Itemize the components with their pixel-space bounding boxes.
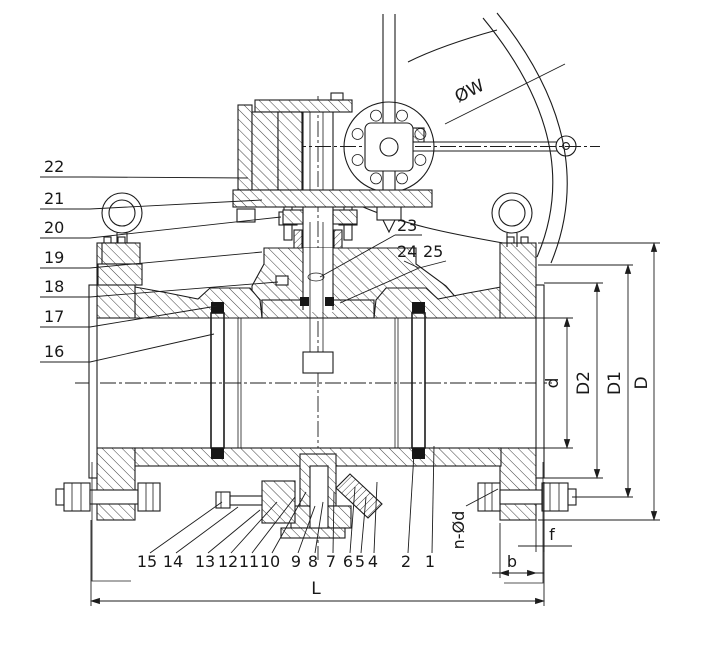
callout-5: 5 <box>355 552 365 571</box>
callout-numbers: 22 21 20 19 18 17 16 23 24 25 15 14 13 1… <box>44 157 443 571</box>
callout-23: 23 <box>397 216 417 235</box>
dim-length-label: L <box>311 579 321 599</box>
dim-thickness-label: b <box>507 552 517 571</box>
diameter-dimensions <box>538 242 660 521</box>
callout-2: 2 <box>401 552 411 571</box>
callout-7: 7 <box>326 552 336 571</box>
callout-22: 22 <box>44 157 64 176</box>
stem-gland <box>282 209 358 251</box>
callout-13: 13 <box>195 552 215 571</box>
valve-stem <box>300 207 334 374</box>
callout-12: 12 <box>218 552 238 571</box>
length-dimension <box>90 520 545 606</box>
callout-16: 16 <box>44 342 64 361</box>
dim-facing-label: f <box>549 525 555 544</box>
mating-flange-outline <box>91 462 544 584</box>
handwheel <box>413 12 577 264</box>
lifting-ring-right <box>491 192 533 247</box>
dim-d2-label: D2 <box>574 371 594 395</box>
callout-19: 19 <box>44 248 64 267</box>
callout-4: 4 <box>368 552 378 571</box>
callout-17: 17 <box>44 307 64 326</box>
callout-10: 10 <box>260 552 280 571</box>
callout-14: 14 <box>163 552 183 571</box>
lifting-ring-left <box>97 192 143 286</box>
dim-d-label: D <box>632 376 652 389</box>
callout-25: 25 <box>423 242 443 261</box>
callout-21: 21 <box>44 189 64 208</box>
callout-11: 11 <box>239 552 259 571</box>
dim-d1-label: D1 <box>605 371 625 395</box>
dim-handwheel-label: ØW <box>452 76 488 108</box>
dimension-labels: d D2 D1 D L b f n-Ød ØW <box>311 76 652 599</box>
callout-6: 6 <box>343 552 353 571</box>
callout-15: 15 <box>137 552 157 571</box>
dim-boltholes-label: n-Ød <box>449 511 468 550</box>
callout-9: 9 <box>291 552 301 571</box>
seat-rings <box>210 302 426 459</box>
callout-20: 20 <box>44 218 64 237</box>
callout-leaders <box>40 176 447 554</box>
flange-bolt-left <box>55 482 161 512</box>
callout-8: 8 <box>308 552 318 571</box>
callout-24: 24 <box>397 242 417 261</box>
dim-bore-label: d <box>543 378 563 389</box>
gearbox-flange <box>343 101 435 193</box>
callout-1: 1 <box>425 552 435 571</box>
handwheel-dimension <box>444 63 566 125</box>
callout-18: 18 <box>44 277 64 296</box>
